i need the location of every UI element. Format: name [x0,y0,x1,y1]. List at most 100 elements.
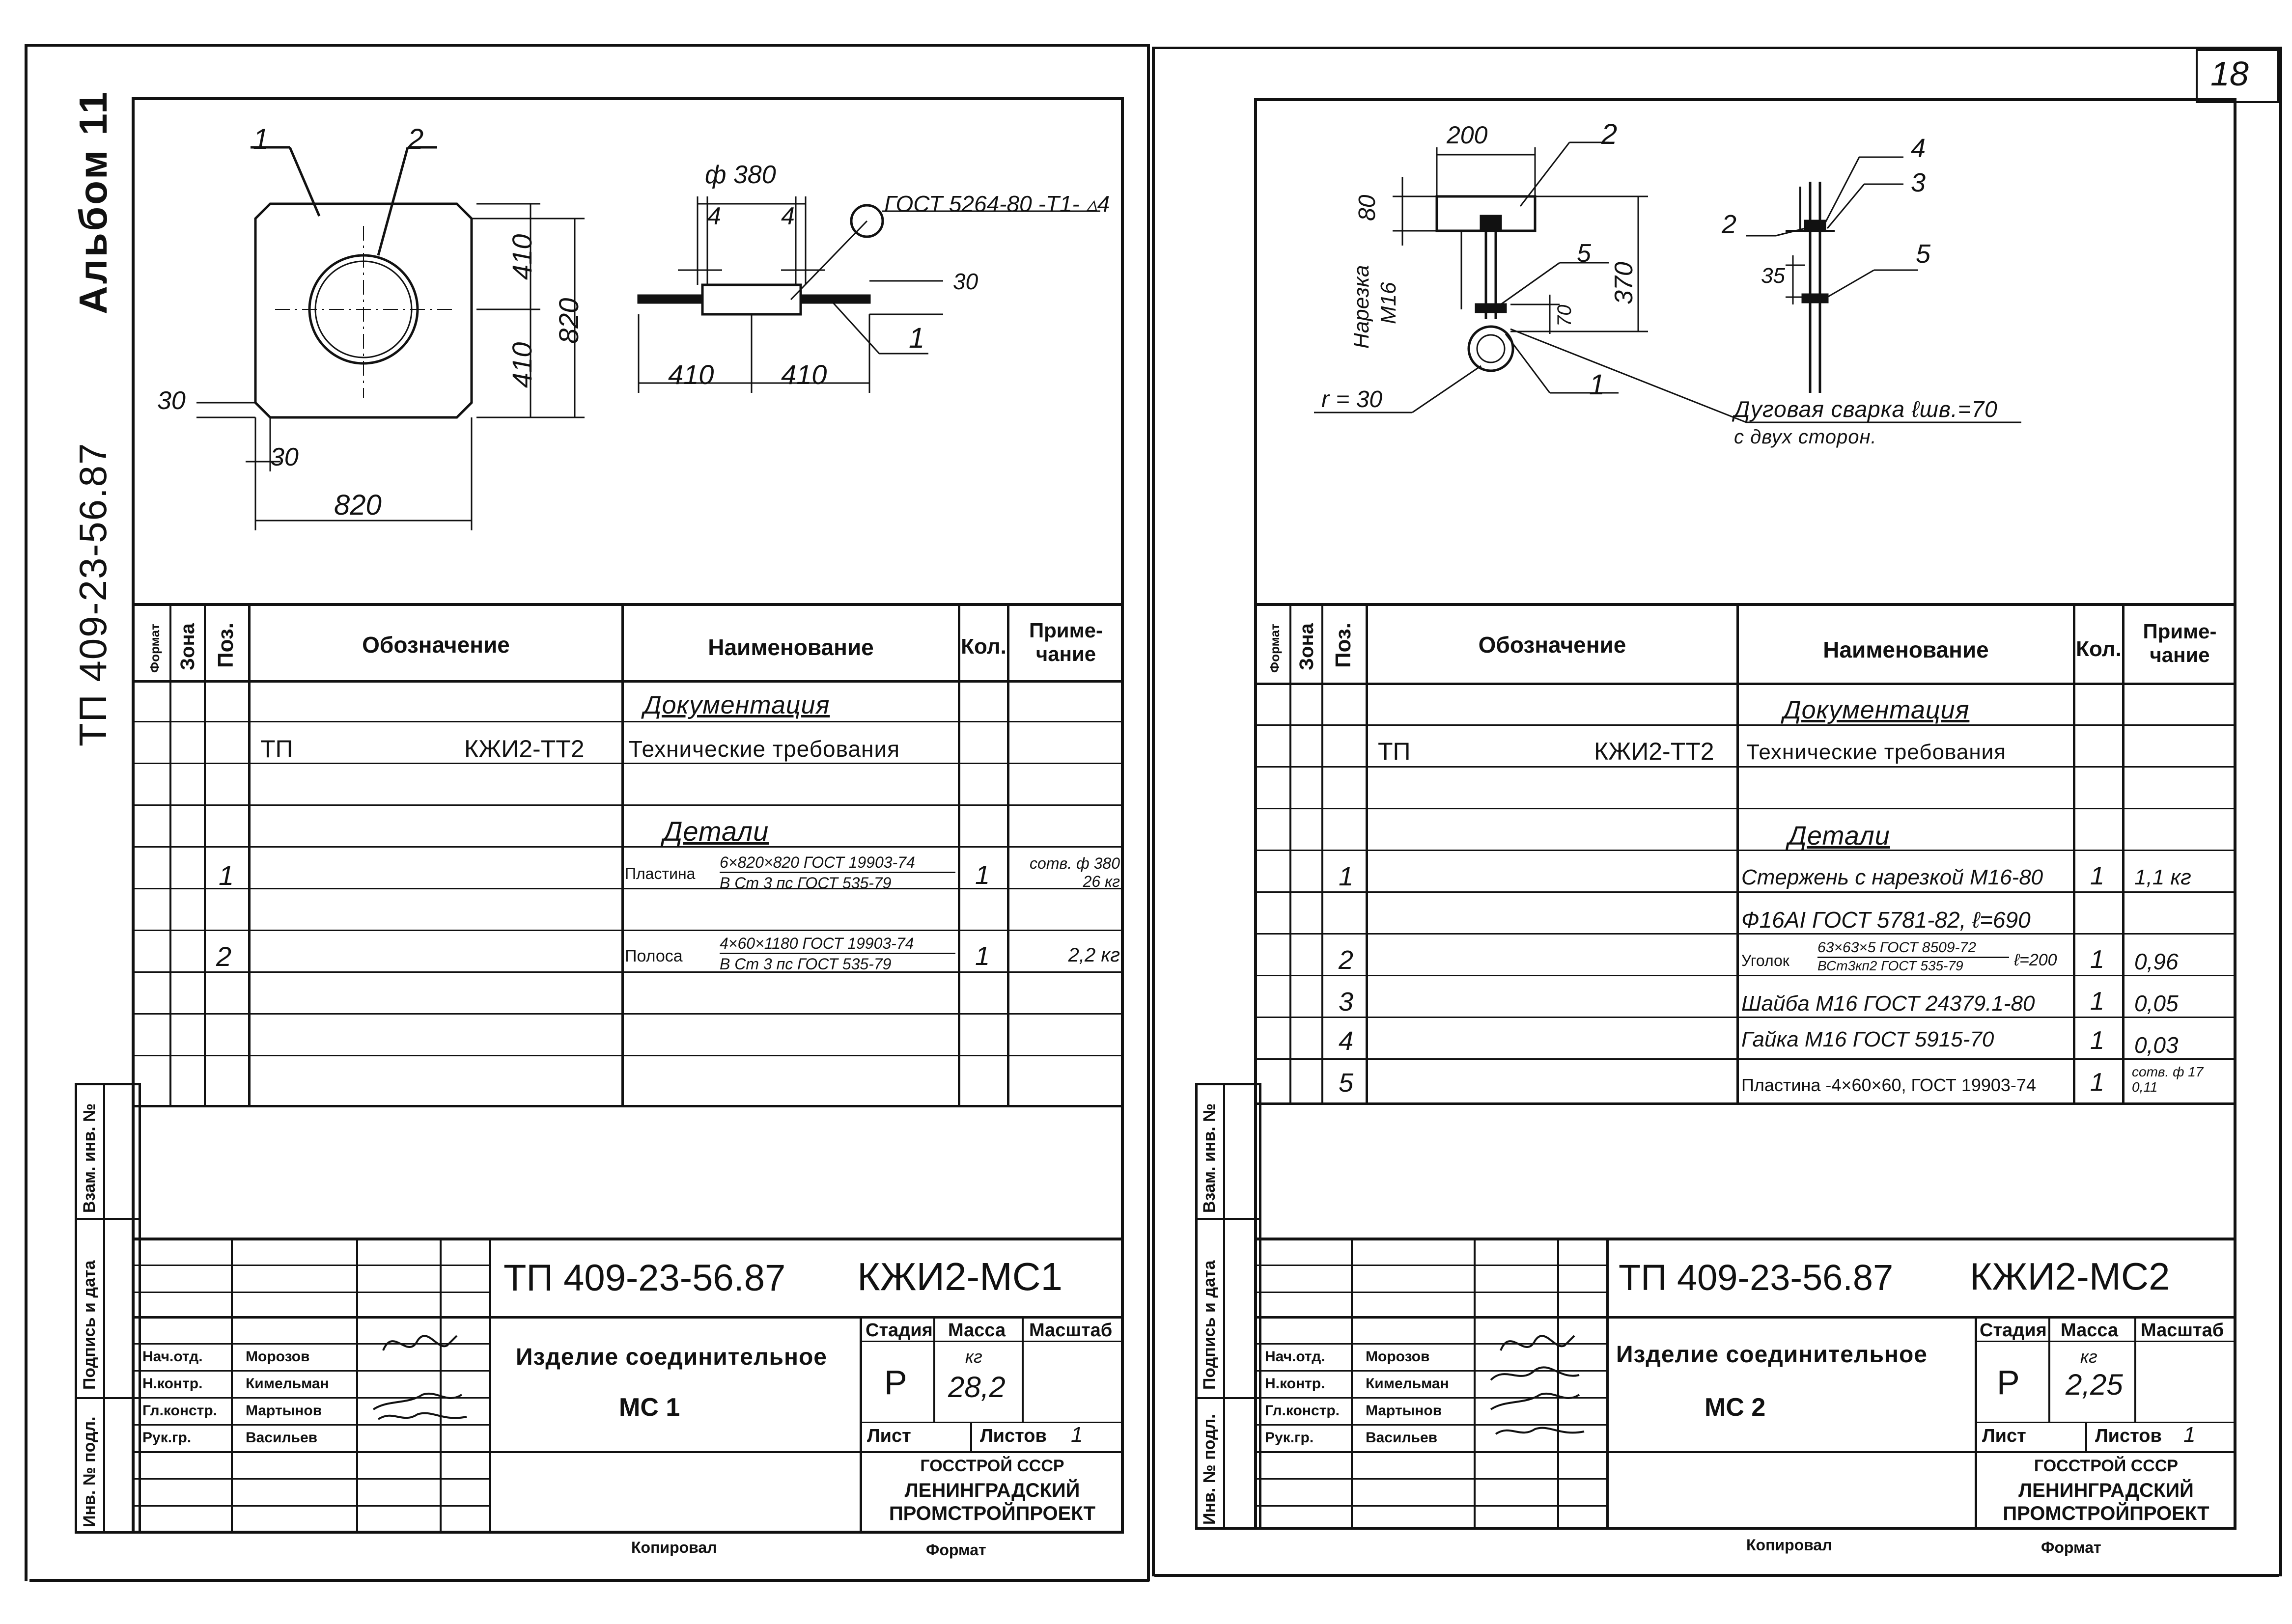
right-kopiroval: Копировал [1746,1536,1832,1554]
right-row4-poz: 3 [1339,987,1354,1017]
right-hdr-primechanie: Приме- чание [2143,620,2217,667]
right-tb-massa-label: Масса [2061,1320,2119,1341]
right-row4-kol: 1 [2090,987,2104,1016]
right-staff-name-1: Кимельман [1366,1376,1449,1392]
left-margin-stamp-div [103,1083,105,1534]
right-narezka: Нарезка [1349,265,1373,349]
right-row-tp-name: Технические требования [1746,740,2007,764]
right-row3-name: Уголок [1741,952,1789,969]
left-hdr-primechanie: Приме- чание [1029,619,1103,666]
left-signatures [372,1335,467,1420]
left-staff-name-2: Мартынов [246,1403,322,1419]
right-signatures [1490,1335,1585,1435]
right-callout-1: 1 [1589,369,1605,401]
left-tb-name-1: Изделие соединительное [516,1344,827,1370]
right-row1-poz: 1 [1339,862,1354,891]
page-number: 18 [2210,55,2249,93]
left-dim-410-left: 410 [668,359,714,390]
left-row2-num: 4×60×1180 ГОСТ 19903-74 [720,935,914,952]
page-number-box [2196,49,2279,103]
left-tb-name-2: МС 1 [619,1393,680,1422]
left-staff-role-3: Рук.гр. [142,1430,192,1446]
left-tb-massa-value: 28,2 [948,1371,1006,1404]
right-tb-massa-unit: кг [2080,1347,2097,1367]
right-row3-den: ВСт3кп2 ГОСТ 535-79 [1817,958,1963,973]
left-margin-stamp-h2 [75,1397,141,1399]
left-staff-role-2: Гл.констр. [142,1403,218,1419]
left-callout-1: 1 [253,123,269,155]
right-margin-stamp [1195,1083,1261,1530]
right-staff-role-2: Гл.констр. [1265,1403,1340,1419]
left-staff-name-3: Васильев [246,1430,318,1446]
left-row1-name: Пластина [625,865,696,882]
right-tb-name-1: Изделие соединительное [1616,1342,1928,1368]
right-callout-2b: 2 [1722,210,1737,239]
right-section-doc: Документация [1783,696,1970,724]
right-tb-stadia-value: Р [1997,1363,2020,1402]
right-row4-prim: 0,05 [2134,991,2179,1016]
right-tb-list-label: Лист [1982,1426,2026,1446]
left-margin-stamp-h1 [75,1218,141,1220]
left-row-tp-prefix: ТП [260,735,293,763]
left-row2-prim: 2,2 кг [1068,944,1120,966]
left-drawing [196,146,1100,530]
left-tb-listov-label: Листов [980,1426,1047,1446]
right-staff-name-2: Мартынов [1366,1403,1442,1419]
rod-loop [1467,325,1514,372]
right-staff-role-3: Рук.гр. [1265,1430,1314,1446]
left-margin-stamp [75,1083,141,1534]
left-callout-2: 2 [408,123,424,155]
right-staff-role-1: Н.контр. [1265,1376,1325,1392]
right-tb-listov-value: 1 [2183,1423,2196,1447]
right-hdr-kol: Кол. [2076,637,2122,661]
right-dim-70: 70 [1554,304,1575,327]
right-row1-prim: 1,1 кг [2134,865,2191,889]
left-dim-4-right: 4 [781,202,795,230]
right-callout-5: 5 [1577,239,1591,268]
left-staff-role-1: Н.контр. [142,1376,203,1392]
right-row4-name: Шайба М16 ГОСТ 24379.1-80 [1741,991,2035,1016]
right-dim-200: 200 [1447,121,1488,149]
right-tb-code: КЖИ2-МС2 [1970,1255,2170,1298]
right-format: Формат [2041,1539,2101,1556]
right-m16: М16 [1376,282,1400,324]
left-spec-col1 [169,603,171,1106]
left-callout-1b: 1 [909,322,925,354]
left-tb-list-label: Лист [867,1426,911,1446]
left-tb-massa-label: Масса [948,1320,1006,1341]
left-dim-410-bottom: 410 [506,342,537,388]
right-row5-poz: 4 [1339,1026,1354,1056]
left-row1-poz: 1 [219,860,234,891]
bottom-edge-left [29,1579,1149,1582]
right-row6-name: Пластина -4×60×60, ГОСТ 19903-74 [1741,1075,2036,1095]
left-staff-name-0: Морозов [246,1349,310,1365]
right-callout-5b: 5 [1916,239,1931,269]
left-row-tp-code: КЖИ2-ТТ2 [464,735,585,763]
left-staff-name-1: Кимельман [246,1376,329,1392]
left-hdr-naimenovanie: Наименование [708,634,874,660]
left-row2-poz: 2 [216,941,232,972]
right-hdr-format: Формат [1267,624,1282,673]
right-stamp-vzam: Взам. инв. № [1200,1103,1219,1213]
right-row6-prim: сотв. ф 17 0,11 [2132,1064,2204,1095]
left-tb-massa-unit: кг [965,1347,982,1367]
right-hdr-poz: Поз. [1331,622,1355,668]
left-spec-col2 [204,603,206,1106]
album-label: Альбом 11 [71,90,115,314]
plate-outline [254,202,473,419]
left-tb-stadia-value: Р [884,1363,907,1402]
left-row1-prim: сотв. ф 380 26 кг [1030,854,1120,890]
left-tb-org-1: ГОССТРОЙ СССР [920,1457,1064,1475]
right-dim-370: 370 [1610,262,1638,304]
right-row3-kol: 1 [2090,945,2104,974]
left-dim-820-vert: 820 [553,298,584,344]
right-tb-org-3: ПРОМСТРОЙПРОЕКТ [2003,1503,2209,1524]
left-spec-col5 [958,603,960,1106]
left-row2-name: Полоса [625,947,683,965]
left-tb-doc-number: ТП 409-23-56.87 [503,1257,786,1299]
right-tb-listov-label: Листов [2095,1426,2162,1446]
right-outer-right [2279,47,2282,1576]
left-spec-col4 [621,603,624,1106]
right-callout-3: 3 [1911,168,1926,197]
right-outer-top [1152,47,2282,49]
